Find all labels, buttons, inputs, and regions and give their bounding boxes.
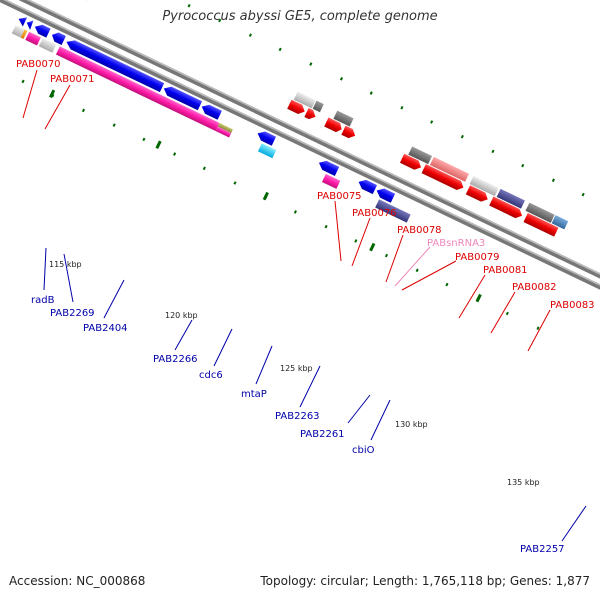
gene-PAB0082-arrow[interactable] [421,164,466,192]
label-PAB2269[interactable]: PAB2269 [50,308,95,319]
label-PABsnRNA3[interactable]: PABsnRNA3 [427,238,485,249]
genome-backbone [0,0,600,296]
label-PAB2266[interactable]: PAB2266 [153,354,198,365]
gene-PAB0082a[interactable] [429,156,469,182]
gene-PAB2263-arrow[interactable] [317,158,340,176]
gene-PAB2261-arrow-b[interactable] [375,186,396,203]
label-PAB2261[interactable]: PAB2261 [300,429,345,440]
tick-label-135kbp: 135 kbp [507,478,540,487]
forward-genes-lower [287,99,559,237]
topology-text: Topology: circular; Length: 1,765,118 bp… [260,574,590,588]
label-PAB0076[interactable]: PAB0076 [352,208,397,219]
forward-genes-upper [52,0,569,230]
label-mtaP[interactable]: mtaP [241,389,267,400]
gene-PAB0083-arrow-a[interactable] [465,185,490,204]
gene-cdc6-arrow[interactable] [200,102,222,120]
gene-mtaP-arrow[interactable] [255,129,277,146]
gene-radB-b-arrow[interactable] [25,18,35,30]
label-cbiO[interactable]: cbiO [352,445,375,456]
tick-label-120kbp: 120 kbp [165,311,198,320]
gene-PAB0075b[interactable] [312,100,324,113]
gene-PAB2269b-arrow[interactable] [50,30,66,46]
label-PAB0081[interactable]: PAB0081 [483,265,528,276]
kbp-tick-labels: 115 kbp 120 kbp 125 kbp 130 kbp 135 kbp [49,260,540,487]
label-PAB0083[interactable]: PAB0083 [550,300,595,311]
label-PAB2263[interactable]: PAB2263 [275,411,320,422]
gene-PAB2261-box[interactable] [375,199,411,223]
gene-PAB2263-box[interactable] [321,173,341,189]
label-PAB0075[interactable]: PAB0075 [317,191,362,202]
gene-PAB2269-arrow[interactable] [33,22,51,38]
tick-label-115kbp: 115 kbp [49,260,82,269]
gene-radB-box-b[interactable] [20,29,28,39]
tick-label-125kbp: 125 kbp [280,364,313,373]
gene-PAB0083b[interactable] [525,202,555,223]
kbp-major-ticks [49,89,482,303]
gene-PAB0081-arrow[interactable] [399,153,423,172]
gene-PAB0083c[interactable] [551,215,569,230]
gene-PAB2404-box[interactable] [55,46,220,131]
gene-PAB2266-box-b[interactable] [215,126,232,138]
reverse-gene-labels: radB PAB2269 PAB2404 PAB2266 cdc6 mtaP P… [31,247,587,555]
gene-PAB2404-arrow[interactable] [64,37,165,93]
gene-radB-a-arrow[interactable] [16,14,28,27]
label-PAB2404[interactable]: PAB2404 [83,323,128,334]
forward-minor-ticks [187,3,585,197]
gene-PAB0082b[interactable] [469,175,499,197]
gene-PAB0083-arrow-c[interactable] [523,212,559,237]
gene-PAB0079-arrow-b[interactable] [341,125,357,141]
gene-PAB2269-box[interactable] [25,31,41,46]
gene-PAB0075[interactable] [293,91,316,109]
label-radB[interactable]: radB [31,295,55,306]
gene-PAB0076-arrow-b[interactable] [304,107,317,121]
reverse-minor-ticks [21,79,540,330]
gene-radB-box[interactable] [11,25,25,38]
reverse-genes-upper [16,14,396,203]
label-PAB0078[interactable]: PAB0078 [397,225,442,236]
label-PAB0070[interactable]: PAB0070 [16,59,61,70]
gene-PAB2266-box-a[interactable] [217,122,233,133]
label-PAB0079[interactable]: PAB0079 [455,252,500,263]
accession-text: Accession: NC_000868 [9,574,146,588]
label-PAB0071[interactable]: PAB0071 [50,74,95,85]
gene-PAB0083a[interactable] [496,188,525,209]
label-PAB2257[interactable]: PAB2257 [520,544,565,555]
forward-gene-labels: PAB0070 PAB0071 PAB0075 PAB0076 PAB0078 … [16,59,595,352]
gene-PAB2266-arrow[interactable] [162,84,203,111]
reverse-genes-lower [11,25,411,223]
gene-PAB0079-arrow-a[interactable] [324,117,344,133]
tick-label-130kbp: 130 kbp [395,420,428,429]
gene-PAB0076-arrow-a[interactable] [287,99,307,116]
genome-title: Pyrococcus abyssi GE5, complete genome [162,9,438,24]
gene-PAB2269-box-b[interactable] [38,38,57,53]
gene-PAB2261-arrow-a[interactable] [356,177,378,195]
label-cdc6[interactable]: cdc6 [199,370,223,381]
gene-PAB0083-arrow-b[interactable] [489,196,524,221]
label-PAB0082[interactable]: PAB0082 [512,282,557,293]
gene-mtaP-box[interactable] [257,143,277,159]
gene-PAB0078[interactable] [333,110,354,127]
gene-PAB0081[interactable] [408,146,433,165]
